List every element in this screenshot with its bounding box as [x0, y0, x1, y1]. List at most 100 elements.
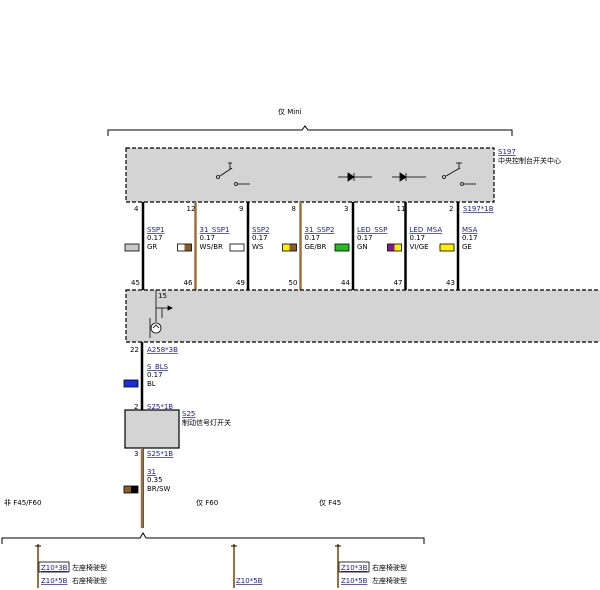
wire-swatch-segment: [230, 244, 244, 251]
switch-s25: [124, 409, 180, 449]
wire-size: 0.17: [305, 234, 321, 242]
wire-signal[interactable]: SSP1: [147, 226, 165, 234]
ground-right-a-label: 右座椅驶型: [372, 563, 407, 572]
wire-swatch-segment: [184, 244, 192, 251]
module-s197-link[interactable]: S197: [498, 148, 516, 156]
wire-bls-swatch: [123, 379, 139, 388]
wire-pin-bottom: 45: [131, 279, 140, 287]
wire-size: 0.17: [252, 234, 268, 242]
scope-brace-top: [107, 125, 513, 136]
wire-swatch-segment: [177, 244, 185, 251]
wire-swatch-frame: [124, 243, 140, 252]
wire-swatch-frame: [282, 243, 297, 252]
wire-bls-connector[interactable]: A258*3B: [147, 346, 178, 354]
diode-symbol-2: [392, 172, 426, 182]
wire-swatch: [229, 243, 245, 252]
wire-size: 0.17: [200, 234, 216, 242]
wire-pin-top: 3: [344, 205, 348, 213]
s25-connector-bottom[interactable]: S25*1B: [147, 450, 173, 458]
ground-right-b[interactable]: Z10*5B: [341, 577, 368, 585]
s25-connector-top[interactable]: S25*1B: [147, 403, 173, 411]
wire-pin-top: 8: [292, 205, 296, 213]
wire-ground-signal[interactable]: 31: [147, 468, 156, 476]
scope-label-top: 仅 Mini: [278, 107, 302, 116]
wire-signal[interactable]: SSP2: [252, 226, 270, 234]
wire-swatch-segment: [125, 244, 139, 251]
wire-size: 0.17: [462, 234, 478, 242]
ground-right-a[interactable]: Z10*3B: [341, 564, 368, 572]
ground-middle[interactable]: Z10*5B: [236, 577, 263, 585]
wire-swatch-frame: [439, 243, 455, 252]
ground-left-a[interactable]: Z10*3B: [41, 564, 68, 572]
variant-middle: 仅 F60: [196, 498, 218, 507]
wire-bls-pin: 22: [130, 346, 139, 354]
wire-signal[interactable]: 31_SSP2: [305, 226, 335, 234]
ground-left-a-label: 左座椅驶型: [72, 563, 107, 572]
ground-left-b[interactable]: Z10*5B: [41, 577, 68, 585]
wire-pin-top: 2: [449, 205, 453, 213]
wire-color-code: GR: [147, 243, 157, 251]
ground-branch-left: [35, 544, 41, 588]
wire-swatch: [334, 243, 350, 252]
wire-swatch-frame: [229, 243, 245, 252]
diode-symbol-1: [338, 172, 372, 182]
wire-swatch-segment: [335, 244, 349, 251]
wire-ground-color: BR/SW: [147, 485, 170, 493]
wire-pin-bottom: 47: [394, 279, 403, 287]
wire-pin-bottom: 44: [341, 279, 350, 287]
ground-left-a-box: [38, 561, 70, 573]
wire-pin-top: 4: [134, 205, 139, 213]
bls-swatch-segment: [124, 380, 138, 387]
wire-pin-bottom: 50: [289, 279, 298, 287]
wire-swatch-segment: [394, 244, 402, 251]
wire-swatch-segment: [289, 244, 297, 251]
wire-size: 0.17: [357, 234, 373, 242]
gnd-swatch-segment: [131, 486, 138, 493]
gnd-swatch-segment: [124, 486, 131, 493]
gnd-swatch-frame: [123, 485, 139, 494]
wire-pin-bottom: 43: [446, 279, 455, 287]
s25-pin-bottom: 3: [134, 450, 138, 458]
bls-swatch-frame: [123, 379, 139, 388]
wire-swatch: [124, 243, 140, 252]
variant-left: 非 F45/F60: [4, 498, 41, 507]
sensor-symbol: [149, 290, 173, 338]
ground-right-b-label: 左座椅驶型: [372, 576, 407, 585]
switch-symbol-2: [442, 162, 476, 186]
wire-signal[interactable]: 31_SSP1: [200, 226, 230, 234]
module-s197-label: 中央控制台开关中心: [498, 156, 561, 165]
wire-swatch: [282, 243, 297, 252]
sensor-pin: 15: [158, 292, 167, 300]
scope-brace-bottom: [1, 532, 425, 544]
wire-signal[interactable]: LED_MSA: [410, 226, 443, 234]
wire-color-code: WS: [252, 243, 264, 251]
module-s197-connector[interactable]: S197*1B: [463, 205, 494, 213]
switch-s25-label: 制动信号灯开关: [182, 418, 231, 427]
ground-branch-right: [335, 544, 341, 588]
wire-size: 0.17: [410, 234, 426, 242]
wire-color-code: GN: [357, 243, 368, 251]
wire-pin-bottom: 46: [184, 279, 193, 287]
wire-pin-top: 9: [239, 205, 243, 213]
wire-swatch: [387, 243, 402, 252]
variant-right: 仅 F45: [319, 498, 341, 507]
wire-color-code: GE/BR: [305, 243, 327, 251]
wire-signal[interactable]: MSA: [462, 226, 478, 234]
wire-bls-signal[interactable]: S_BLS: [147, 363, 169, 371]
wire-bls-color: BL: [147, 380, 156, 388]
ground-branch-middle: [231, 544, 237, 588]
wire-swatch-frame: [334, 243, 350, 252]
wire-swatch-segment: [282, 244, 290, 251]
wire-signal[interactable]: LED_SSP: [357, 226, 387, 234]
wire-swatch-frame: [177, 243, 192, 252]
wire-color-code: GE: [462, 243, 472, 251]
switch-s25-link[interactable]: S25: [182, 410, 195, 418]
wire-swatch-segment: [387, 244, 395, 251]
